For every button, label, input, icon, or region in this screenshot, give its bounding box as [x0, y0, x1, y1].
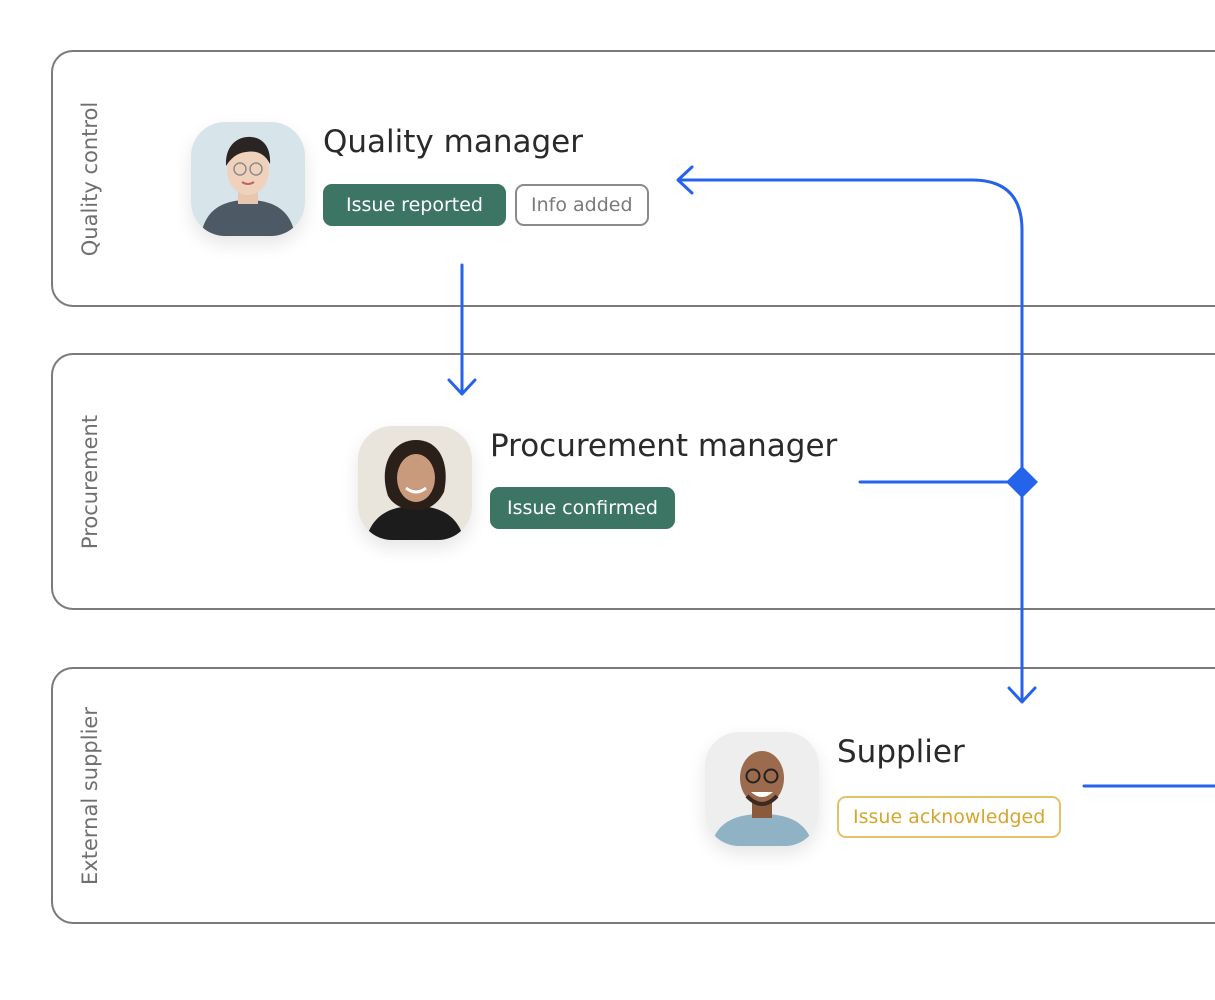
- person-photo-icon: [705, 732, 819, 846]
- decision-diamond-icon: [1006, 466, 1038, 498]
- procurement-manager-title: Procurement manager: [490, 428, 838, 464]
- lane-procurement: Procurement: [51, 353, 1215, 610]
- person-photo-icon: [191, 122, 305, 236]
- person-photo-icon: [358, 426, 472, 540]
- info-added-tag: Info added: [515, 184, 649, 226]
- lane-external-supplier: External supplier: [51, 667, 1215, 924]
- procurement-manager-avatar: [358, 426, 472, 540]
- arrowhead-down-icon: [1007, 686, 1037, 704]
- supplier-avatar: [705, 732, 819, 846]
- arrowhead-left-icon: [676, 165, 694, 195]
- supplier-title: Supplier: [837, 734, 965, 770]
- quality-manager-avatar: [191, 122, 305, 236]
- issue-confirmed-tag: Issue confirmed: [490, 487, 675, 529]
- arrow-return-to-quality: [678, 178, 1024, 484]
- issue-reported-tag: Issue reported: [323, 184, 506, 226]
- arrowhead-down-icon: [447, 378, 477, 396]
- issue-acknowledged-tag: Issue acknowledged: [837, 796, 1062, 838]
- lane-quality-control: Quality control: [51, 50, 1215, 307]
- quality-manager-title: Quality manager: [323, 124, 583, 160]
